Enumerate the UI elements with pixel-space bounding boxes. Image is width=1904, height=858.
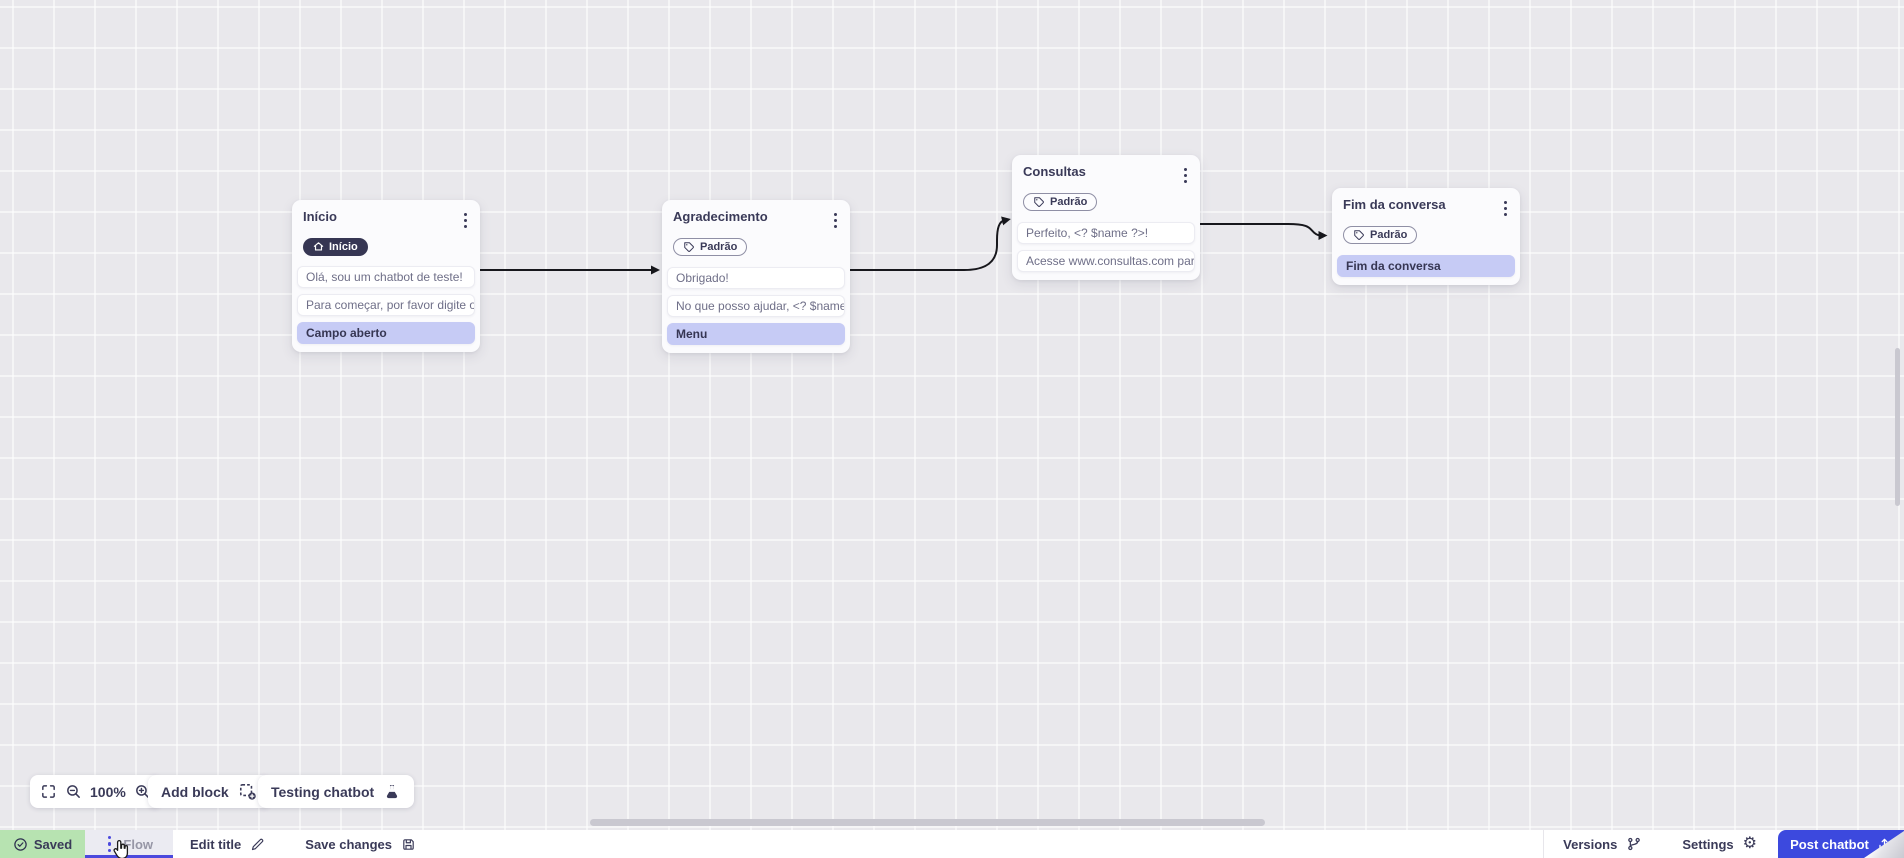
mouse-cursor (113, 839, 129, 858)
connection-consultas-fim[interactable] (1199, 223, 1328, 240)
save-icon (403, 838, 414, 850)
flow-menu-icon[interactable] (105, 832, 114, 856)
branch-icon (1628, 837, 1641, 851)
node-badge-inicio: Início (303, 237, 368, 256)
vertical-scrollbar[interactable] (1895, 348, 1900, 506)
message-row[interactable]: Obrigado! (667, 266, 845, 289)
saved-label: Saved (33, 836, 73, 852)
input-row[interactable]: Fim da conversa (1337, 254, 1515, 277)
versions-button[interactable]: Versions (1563, 836, 1642, 852)
settings-label: Settings (1682, 836, 1734, 852)
horizontal-scrollbar[interactable] (590, 819, 1265, 826)
fullscreen-icon (42, 785, 55, 798)
node-header: Consultas (1017, 164, 1195, 187)
flow-tab-label: Flow (123, 836, 153, 852)
node-title: Início (303, 209, 337, 224)
edit-title-label: Edit title (190, 836, 242, 852)
save-changes-label: Save changes (305, 836, 392, 852)
home-icon (313, 242, 324, 251)
bottom-bar-spacer (416, 830, 1543, 858)
node-title: Consultas (1023, 164, 1086, 179)
save-changes-button[interactable]: Save changes (305, 830, 416, 858)
node-header: Fim da conversa (1337, 197, 1515, 220)
kebab-menu-icon[interactable] (461, 209, 470, 232)
kebab-menu-icon[interactable] (831, 209, 840, 232)
saved-status-badge: Saved (0, 830, 85, 858)
zoom-out-icon (67, 785, 80, 798)
node-header: Início (297, 209, 475, 232)
kebab-menu-icon[interactable] (1501, 197, 1510, 220)
flow-node-consultas[interactable]: Consultas Padrão Perfeito, <? $name ?>! … (1012, 155, 1200, 280)
connection-agradecimento-consultas[interactable] (849, 216, 1011, 271)
node-title: Agradecimento (673, 209, 768, 224)
message-row[interactable]: Acesse www.consultas.com par... (1017, 249, 1195, 272)
check-circle-icon (14, 837, 27, 851)
message-row[interactable]: Olá, sou um chatbot de teste! (297, 266, 475, 289)
flow-node-inicio[interactable]: Início Início Olá, sou um chatbot de tes… (292, 200, 480, 353)
settings-button[interactable]: Settings ⚙ (1682, 836, 1757, 852)
edit-title-button[interactable]: Edit title (190, 830, 265, 858)
pencil-icon (252, 838, 264, 850)
input-row[interactable]: Menu (667, 322, 845, 345)
fullscreen-button[interactable] (40, 783, 57, 800)
message-row[interactable]: Para começar, por favor digite o ... (297, 294, 475, 317)
tag-icon (1034, 196, 1044, 207)
testing-chatbot-button[interactable]: Testing chatbot (258, 775, 415, 808)
testing-chatbot-label: Testing chatbot (271, 783, 375, 800)
message-row[interactable]: No que posso ajudar, <? $name ... (667, 294, 845, 317)
bottom-bar-right: Versions Settings ⚙ Post chatbot (1543, 830, 1904, 858)
versions-label: Versions (1563, 836, 1618, 852)
input-row[interactable]: Campo aberto (297, 322, 475, 345)
gear-icon: ⚙ (1742, 835, 1757, 852)
add-block-icon (239, 783, 256, 800)
node-badge-padrao: Padrão (673, 237, 748, 256)
add-block-label: Add block (161, 783, 229, 800)
post-chatbot-label: Post chatbot (1790, 836, 1869, 852)
node-badge-padrao: Padrão (1343, 225, 1418, 244)
tag-icon (684, 241, 694, 252)
flow-node-fim-da-conversa[interactable]: Fim da conversa Padrão Fim da conversa (1332, 188, 1520, 285)
bottom-bar: Saved Flow Edit title Save changes Versi… (0, 830, 1904, 858)
flask-icon (387, 784, 398, 798)
zoom-out-button[interactable] (65, 783, 82, 800)
message-row[interactable]: Perfeito, <? $name ?>! (1017, 221, 1195, 244)
kebab-menu-icon[interactable] (1181, 164, 1190, 187)
node-header: Agradecimento (667, 209, 845, 232)
flow-node-agradecimento[interactable]: Agradecimento Padrão Obrigado! No que po… (662, 200, 850, 353)
add-block-button[interactable]: Add block (148, 775, 270, 808)
zoom-in-icon (135, 785, 149, 798)
tab-flow[interactable]: Flow (85, 830, 173, 858)
node-title: Fim da conversa (1343, 197, 1446, 212)
zoom-level: 100% (90, 783, 126, 800)
tag-icon (1354, 229, 1364, 240)
zoom-toolbar: 100% (30, 775, 161, 808)
zoom-in-button[interactable] (134, 783, 151, 800)
node-badge-padrao: Padrão (1023, 192, 1098, 211)
